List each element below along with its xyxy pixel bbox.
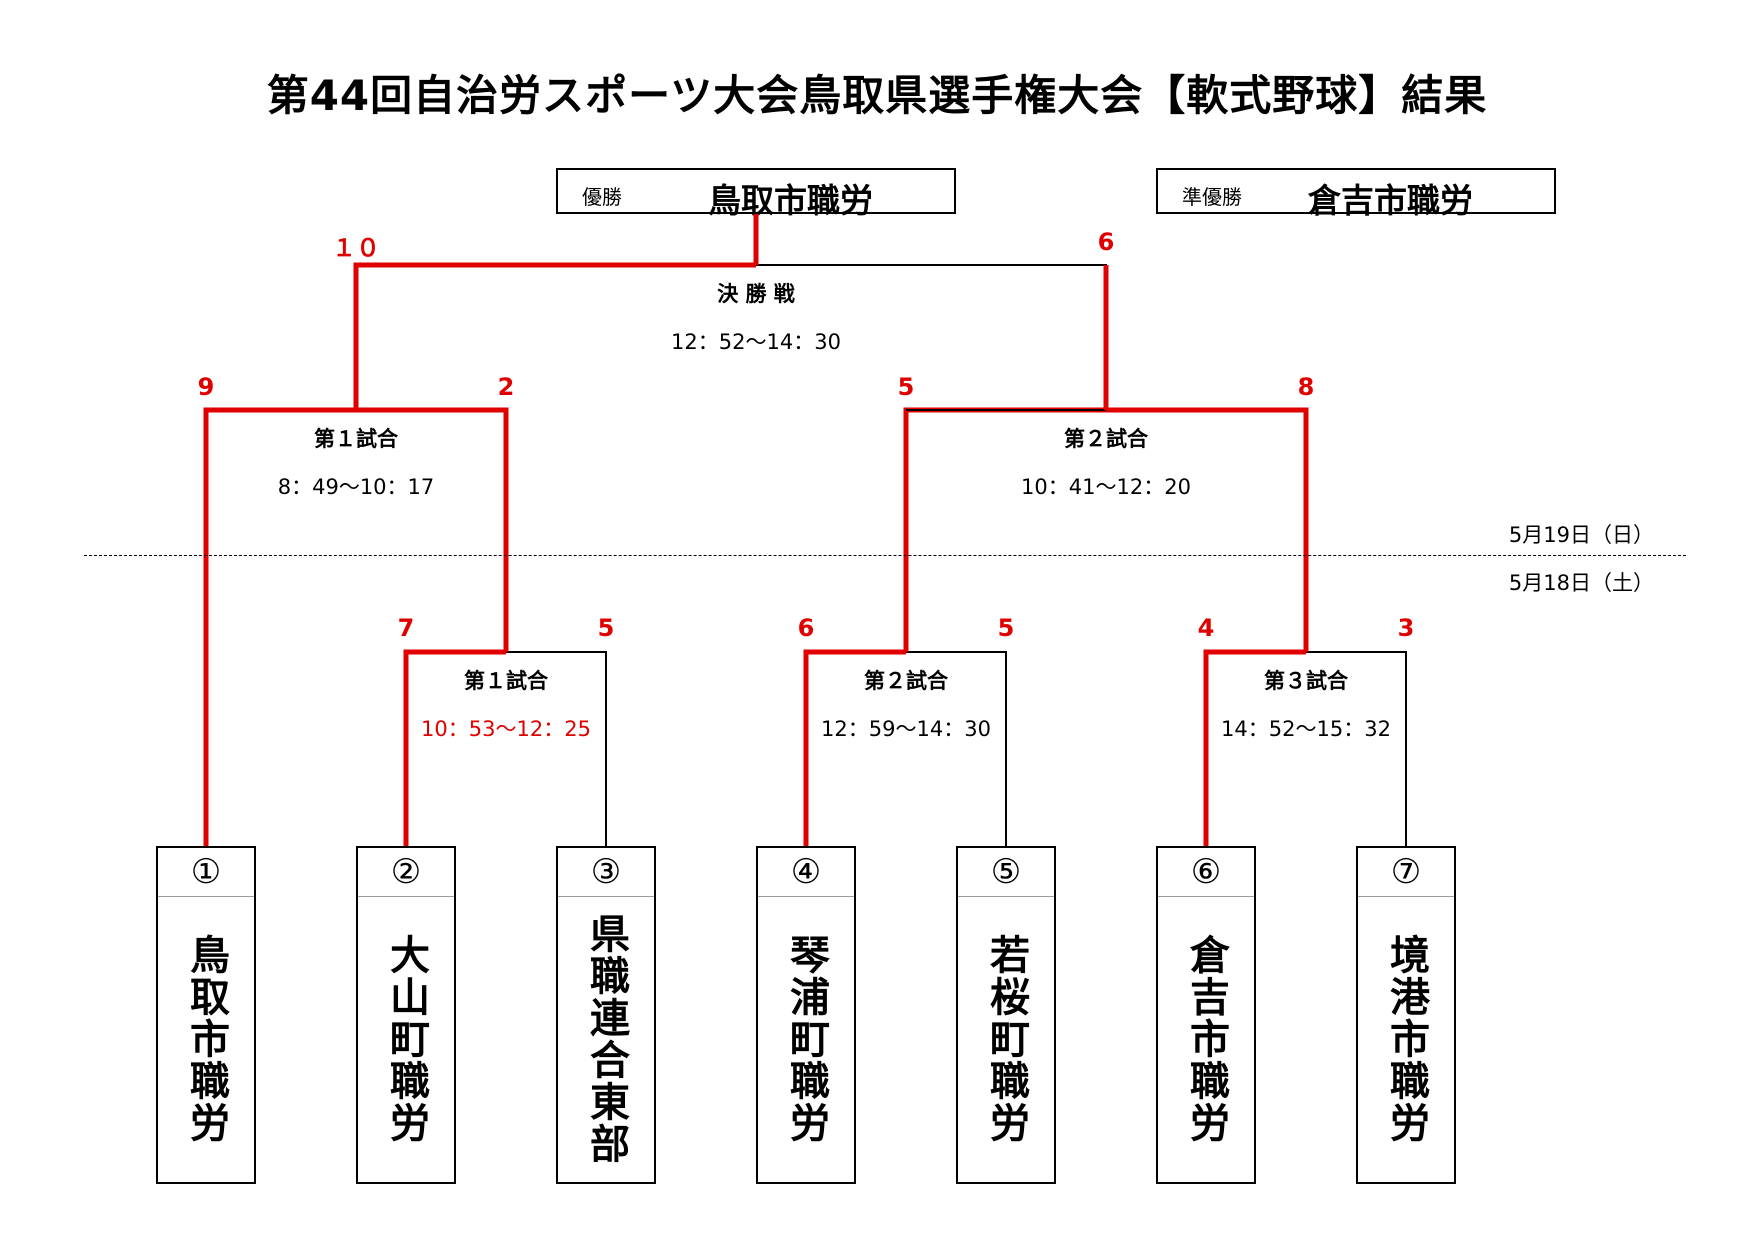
team-box-1: ① 鳥取市職労 bbox=[156, 846, 256, 1184]
team-name: 県職連合東部 bbox=[583, 913, 629, 1165]
score-final-right: 6 bbox=[1097, 228, 1115, 256]
team-box-4: ④ 琴浦町職労 bbox=[756, 846, 856, 1184]
runner-up-team: 倉吉市職労 bbox=[1308, 181, 1473, 220]
team-number: ⑤ bbox=[958, 848, 1054, 897]
score-day2-1-left: 9 bbox=[197, 373, 215, 401]
day1-2-match-name: 第２試合 bbox=[864, 669, 948, 693]
score-day2-2-left: 5 bbox=[897, 373, 915, 401]
score-day1-1-right: 5 bbox=[597, 614, 615, 642]
line-team3 bbox=[506, 651, 607, 846]
score-day1-1-left: 7 bbox=[397, 614, 415, 642]
team-box-7: ⑦ 境港市職労 bbox=[1356, 846, 1456, 1184]
page-title: 第44回自治労スポーツ大会鳥取県選手権大会【軟式野球】結果 bbox=[266, 71, 1488, 120]
team-name: 大山町職労 bbox=[383, 934, 429, 1144]
date-day1: 5月18日（土） bbox=[1508, 571, 1654, 595]
team-number: ① bbox=[158, 848, 254, 897]
team-number: ② bbox=[358, 848, 454, 897]
day2-2-match-name: 第２試合 bbox=[1064, 427, 1148, 451]
runner-up-box: 準優勝 倉吉市職労 bbox=[1156, 168, 1556, 220]
team-name: 倉吉市職労 bbox=[1183, 934, 1229, 1144]
team-name: 境港市職労 bbox=[1383, 934, 1429, 1144]
day1-3-match-name: 第３試合 bbox=[1264, 669, 1348, 693]
team-name: 鳥取市職労 bbox=[183, 934, 229, 1144]
score-day1-2-right: 5 bbox=[997, 614, 1015, 642]
day2-1-match-name: 第１試合 bbox=[314, 427, 398, 451]
day1-3-match-time: 14：52～15：32 bbox=[1221, 717, 1391, 741]
line-team6 bbox=[1203, 649, 1306, 846]
team-box-6: ⑥ 倉吉市職労 bbox=[1156, 846, 1256, 1184]
team-box-3: ③ 県職連合東部 bbox=[556, 846, 656, 1184]
team-box-2: ② 大山町職労 bbox=[356, 846, 456, 1184]
score-day2-1-right: 2 bbox=[497, 373, 515, 401]
team-number: ⑥ bbox=[1158, 848, 1254, 897]
date-divider bbox=[84, 555, 1686, 556]
line-team4 bbox=[803, 649, 906, 846]
team-number: ③ bbox=[558, 848, 654, 897]
score-day1-3-right: 3 bbox=[1397, 614, 1415, 642]
score-day1-3-left: 4 bbox=[1197, 614, 1215, 642]
champion-box: 優勝 鳥取市職労 bbox=[556, 168, 956, 220]
day2-2-match-time: 10：41～12：20 bbox=[1021, 475, 1191, 499]
line-team7 bbox=[1306, 651, 1407, 846]
team-name: 琴浦町職労 bbox=[783, 934, 829, 1144]
final-match-name: 決 勝 戦 bbox=[717, 282, 795, 306]
day1-1-match-name: 第１試合 bbox=[464, 669, 548, 693]
final-match-time: 12：52～14：30 bbox=[671, 330, 841, 354]
line-team5 bbox=[906, 651, 1007, 846]
runner-up-label: 準優勝 bbox=[1182, 185, 1242, 209]
score-day2-2-right: 8 bbox=[1297, 373, 1315, 401]
line-d1m1-winner bbox=[356, 407, 509, 652]
champion-label: 優勝 bbox=[582, 185, 622, 209]
day1-2-match-time: 12：59～14：30 bbox=[821, 717, 991, 741]
team-number: ④ bbox=[758, 848, 854, 897]
team-name: 若桜町職労 bbox=[983, 934, 1029, 1144]
line-team2 bbox=[403, 649, 506, 846]
date-day2: 5月19日（日） bbox=[1508, 523, 1654, 547]
line-final-left bbox=[353, 262, 756, 410]
team-box-5: ⑤ 若桜町職労 bbox=[956, 846, 1056, 1184]
score-final-left: １０ bbox=[332, 234, 380, 262]
score-day1-2-left: 6 bbox=[797, 614, 815, 642]
team-number: ⑦ bbox=[1358, 848, 1454, 897]
champion-team: 鳥取市職労 bbox=[708, 181, 873, 220]
day1-1-match-time: 10：53～12：25 bbox=[421, 717, 591, 741]
line-team1 bbox=[203, 407, 356, 846]
line-d1m3-winner bbox=[1106, 407, 1309, 652]
day2-1-match-time: 8：49～10：17 bbox=[277, 475, 435, 499]
